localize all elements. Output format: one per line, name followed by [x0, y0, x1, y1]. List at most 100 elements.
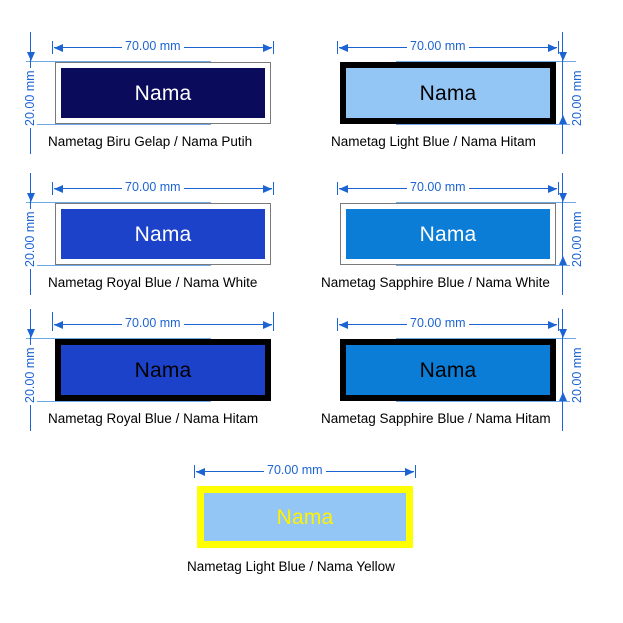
arrow-up-icon: [558, 256, 567, 265]
width-dimension: 70.00 mm: [337, 180, 559, 196]
nametag-caption: Nametag Royal Blue / Nama White: [48, 275, 258, 290]
height-dimension-label: 20.00 mm: [570, 68, 584, 128]
height-dimension: 20.00 mm: [556, 309, 584, 431]
width-dimension-label: 70.00 mm: [407, 180, 469, 194]
arrow-right-icon: [263, 43, 272, 52]
dimension-line: [562, 32, 564, 154]
nametag-cell-biru-gelap-putih: 70.00 mm 20.00 mm Nama Nametag Biru Gela…: [0, 14, 290, 154]
dimension-line: [562, 173, 564, 295]
height-dimension: 20.00 mm: [23, 309, 38, 431]
width-dimension-label: 70.00 mm: [122, 180, 184, 194]
nametag-royal-blue-hitam[interactable]: Nama: [55, 339, 271, 401]
nametag-name-text: Nama: [134, 358, 192, 382]
arrow-down-icon: [558, 329, 567, 338]
width-dimension-label: 70.00 mm: [407, 316, 469, 330]
extension-line-top: [396, 202, 576, 203]
nametag-face: Nama: [56, 63, 270, 123]
nametag-caption: Nametag Light Blue / Nama Yellow: [187, 559, 395, 574]
arrow-up-icon: [558, 115, 567, 124]
arrow-down-icon: [26, 52, 35, 61]
extension-line-top: [396, 61, 576, 62]
arrow-left-icon: [339, 184, 348, 193]
arrow-up-icon: [558, 392, 567, 401]
nametag-caption: Nametag Light Blue / Nama Hitam: [331, 134, 536, 149]
nametag-caption: Nametag Sapphire Blue / Nama White: [321, 275, 550, 290]
extension-line-bottom: [396, 401, 576, 402]
nametag-face: Nama: [56, 204, 270, 264]
nametag-light-blue-hitam[interactable]: Nama: [340, 62, 556, 124]
nametag-cell-light-blue-yellow: 70.00 mm Nama Nametag Light Blue / Nama …: [160, 445, 460, 585]
extension-line-bottom: [26, 265, 211, 266]
height-dimension: 20.00 mm: [23, 173, 38, 295]
arrow-down-icon: [26, 329, 35, 338]
height-dimension-label: 20.00 mm: [23, 68, 37, 128]
arrow-right-icon: [263, 184, 272, 193]
extension-tick-right: [557, 318, 559, 331]
nametag-caption: Nametag Sapphire Blue / Nama Hitam: [321, 411, 551, 426]
arrow-right-icon: [263, 320, 272, 329]
nametag-face: Nama: [340, 62, 556, 124]
nametag-royal-blue-white[interactable]: Nama: [55, 203, 271, 265]
extension-tick-right: [272, 182, 274, 195]
width-dimension: 70.00 mm: [337, 316, 559, 332]
height-dimension-label: 20.00 mm: [23, 345, 37, 405]
dimension-line: [562, 309, 564, 431]
arrow-down-icon: [558, 52, 567, 61]
height-dimension-label: 20.00 mm: [570, 345, 584, 405]
nametag-biru-gelap-putih[interactable]: Nama: [55, 62, 271, 124]
nametag-sapphire-blue-white[interactable]: Nama: [340, 203, 556, 265]
arrow-left-icon: [54, 184, 63, 193]
height-dimension-label: 20.00 mm: [23, 209, 37, 269]
width-dimension-label: 70.00 mm: [407, 39, 469, 53]
nametag-caption: Nametag Biru Gelap / Nama Putih: [48, 134, 253, 149]
nametag-name-text: Nama: [134, 222, 192, 246]
extension-tick-left: [194, 465, 196, 478]
extension-tick-left: [337, 41, 339, 54]
nametag-cell-sapphire-blue-hitam: 70.00 mm 20.00 mm Nama Nametag Sapphire …: [318, 291, 608, 431]
arrow-left-icon: [339, 43, 348, 52]
extension-line-bottom: [26, 124, 211, 125]
nametag-name-text: Nama: [419, 358, 477, 382]
extension-tick-right: [557, 182, 559, 195]
height-dimension: 20.00 mm: [556, 32, 584, 154]
width-dimension-label: 70.00 mm: [264, 463, 326, 477]
height-dimension: 20.00 mm: [556, 173, 584, 295]
arrow-right-icon: [548, 320, 557, 329]
height-dimension: 20.00 mm: [23, 32, 38, 154]
nametag-light-blue-yellow[interactable]: Nama: [197, 486, 413, 548]
arrow-left-icon: [339, 320, 348, 329]
extension-tick-right: [557, 41, 559, 54]
arrow-down-icon: [558, 193, 567, 202]
extension-line-bottom: [396, 265, 576, 266]
nametag-face: Nama: [55, 339, 271, 401]
extension-tick-right: [414, 465, 416, 478]
extension-tick-right: [272, 312, 274, 331]
nametag-name-text: Nama: [419, 222, 477, 246]
nametag-cell-royal-blue-white: 70.00 mm 20.00 mm Nama Nametag Royal Blu…: [0, 155, 290, 295]
width-dimension-label: 70.00 mm: [122, 316, 184, 330]
nametag-face: Nama: [341, 204, 555, 264]
nametag-face: Nama: [197, 486, 413, 548]
nametag-face: Nama: [340, 339, 556, 401]
extension-tick-left: [52, 41, 54, 54]
nametag-cell-sapphire-blue-white: 70.00 mm 20.00 mm Nama Nametag Sapphire …: [318, 155, 608, 295]
arrow-right-icon: [548, 43, 557, 52]
extension-tick-left: [52, 312, 54, 331]
extension-tick-left: [52, 182, 54, 195]
nametag-name-text: Nama: [134, 81, 192, 105]
width-dimension: 70.00 mm: [52, 180, 274, 196]
nametag-name-text: Nama: [276, 505, 334, 529]
extension-line-top: [26, 202, 211, 203]
width-dimension: 70.00 mm: [194, 463, 416, 479]
extension-line-top: [26, 61, 211, 62]
extension-line-bottom: [26, 401, 211, 402]
width-dimension-label: 70.00 mm: [122, 39, 184, 53]
nametag-sapphire-blue-hitam[interactable]: Nama: [340, 339, 556, 401]
extension-line-top: [396, 338, 576, 339]
width-dimension: 70.00 mm: [337, 39, 559, 55]
arrow-left-icon: [54, 43, 63, 52]
nametag-cell-light-blue-hitam: 70.00 mm 20.00 mm Nama Nametag Light Blu…: [318, 14, 608, 154]
height-dimension-label: 20.00 mm: [570, 209, 584, 269]
arrow-left-icon: [54, 320, 63, 329]
